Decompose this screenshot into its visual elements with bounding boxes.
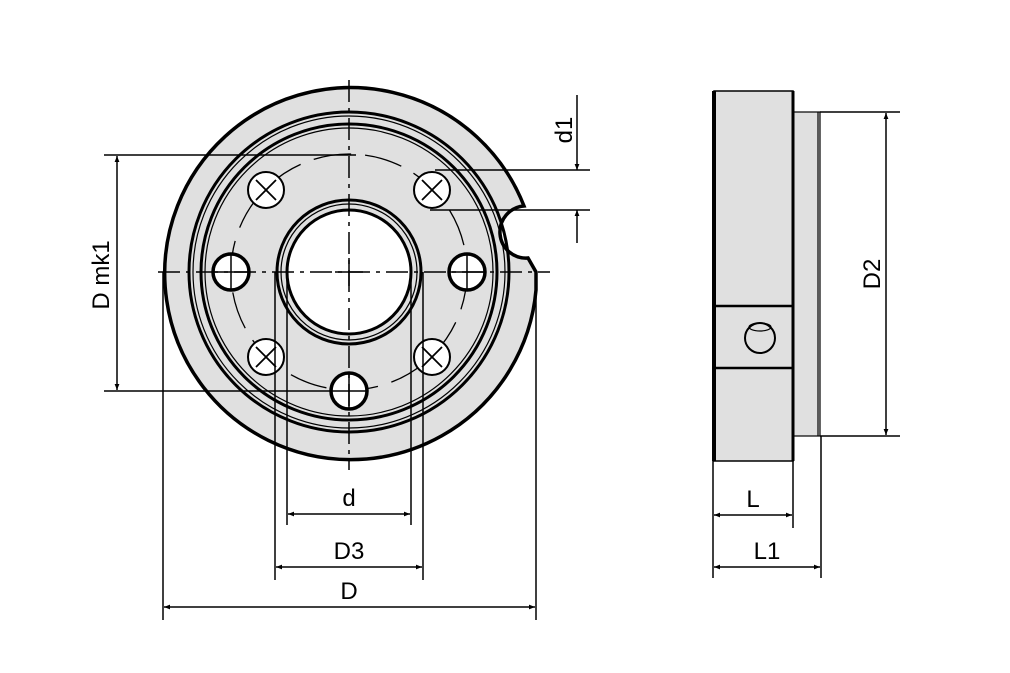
collar-body <box>713 90 794 462</box>
side-extension-lines <box>712 111 900 578</box>
hub <box>792 111 821 437</box>
label-L1: L1 <box>754 538 781 565</box>
label-Dmk1: D mk1 <box>88 240 115 309</box>
label-d: d <box>342 485 355 512</box>
label-L: L <box>746 486 759 513</box>
dimension-lines <box>114 95 580 610</box>
label-D: D <box>340 578 357 605</box>
label-D2: D2 <box>859 259 886 290</box>
extension-lines <box>104 154 590 620</box>
label-d1: d1 <box>551 117 578 144</box>
side-dimension-lines <box>714 113 889 570</box>
center-lines <box>158 80 550 470</box>
front-view: d D3 D D mk1 d1 <box>88 80 590 620</box>
side-view: D2 L L1 <box>712 90 900 578</box>
label-D3: D3 <box>334 538 365 565</box>
